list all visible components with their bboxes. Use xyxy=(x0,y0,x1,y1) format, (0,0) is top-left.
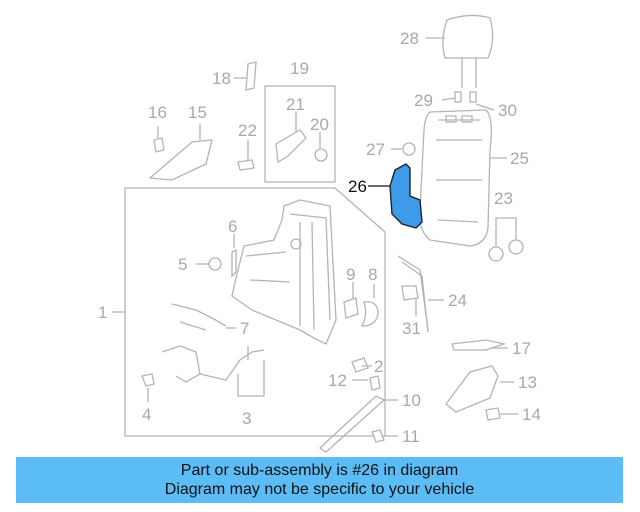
pin-6 xyxy=(231,248,237,278)
callout-19: 19 xyxy=(290,59,309,78)
callout-12: 12 xyxy=(328,371,347,390)
headrest-guides xyxy=(454,91,477,103)
cover-15 xyxy=(148,139,213,181)
notice-line-2: Diagram may not be specific to your vehi… xyxy=(164,481,475,498)
cover-13 xyxy=(445,365,499,413)
callout-22: 22 xyxy=(238,121,257,140)
callout-21: 21 xyxy=(286,95,305,114)
screw-16 xyxy=(153,137,165,153)
rod-24 xyxy=(397,255,429,333)
part-18 xyxy=(245,61,257,91)
callout-11: 11 xyxy=(402,427,420,446)
callout-2: 2 xyxy=(374,357,383,376)
callout-30: 30 xyxy=(498,101,517,120)
callout-14: 14 xyxy=(522,405,541,424)
callout-9: 9 xyxy=(346,265,355,284)
rod-10 xyxy=(318,395,386,453)
callout-8: 8 xyxy=(368,265,377,284)
part-21 xyxy=(275,129,307,164)
bolt-22 xyxy=(237,159,255,171)
seat-frame-group xyxy=(112,187,386,437)
callout-24: 24 xyxy=(448,291,467,310)
callout-17: 17 xyxy=(512,339,531,358)
callout-10: 10 xyxy=(402,391,421,410)
notice-banner: Part or sub-assembly is #26 in diagram D… xyxy=(16,457,623,503)
callout-7: 7 xyxy=(240,319,249,338)
callout-1: 1 xyxy=(98,303,107,322)
leader-lines xyxy=(147,37,518,437)
cable-7 xyxy=(171,303,227,331)
bracket-31 xyxy=(401,285,419,301)
callout-27: 27 xyxy=(366,140,385,159)
callout-31: 31 xyxy=(402,319,421,338)
callout-3: 3 xyxy=(242,409,251,428)
callout-13: 13 xyxy=(518,373,537,392)
callout-5: 5 xyxy=(178,255,187,274)
cover-8 xyxy=(360,301,379,327)
grommet-27 xyxy=(402,142,416,156)
bolt-12 xyxy=(369,375,381,391)
headrest xyxy=(442,14,494,88)
callout-labels: 28 18 19 29 30 16 15 21 22 20 27 25 26 2… xyxy=(98,29,541,446)
seat-back xyxy=(419,109,492,247)
part-26-highlighted-panel xyxy=(389,163,423,229)
bolt-11 xyxy=(371,429,385,443)
bolt-14 xyxy=(485,407,501,421)
callout-15: 15 xyxy=(188,103,207,122)
callout-18: 18 xyxy=(212,69,231,88)
notice-line-1: Part or sub-assembly is #26 in diagram xyxy=(180,462,459,479)
callout-29: 29 xyxy=(414,91,433,110)
seat-frame xyxy=(231,199,337,345)
callout-25: 25 xyxy=(510,149,529,168)
callout-4: 4 xyxy=(142,405,151,424)
callout-26: 26 xyxy=(348,177,367,196)
callout-20: 20 xyxy=(310,115,329,134)
cable-3 xyxy=(161,345,265,383)
sub-assembly-box-19 xyxy=(264,85,336,183)
callout-28: 28 xyxy=(400,29,419,48)
callout-16: 16 xyxy=(148,103,167,122)
bracket-9 xyxy=(343,297,359,319)
nut-5 xyxy=(208,257,222,271)
clip-4 xyxy=(141,373,155,387)
nut-2 xyxy=(351,357,369,373)
callout-23: 23 xyxy=(494,189,513,208)
callout-6: 6 xyxy=(228,217,237,236)
caps-23 xyxy=(488,217,524,262)
bushing-20 xyxy=(314,148,328,162)
